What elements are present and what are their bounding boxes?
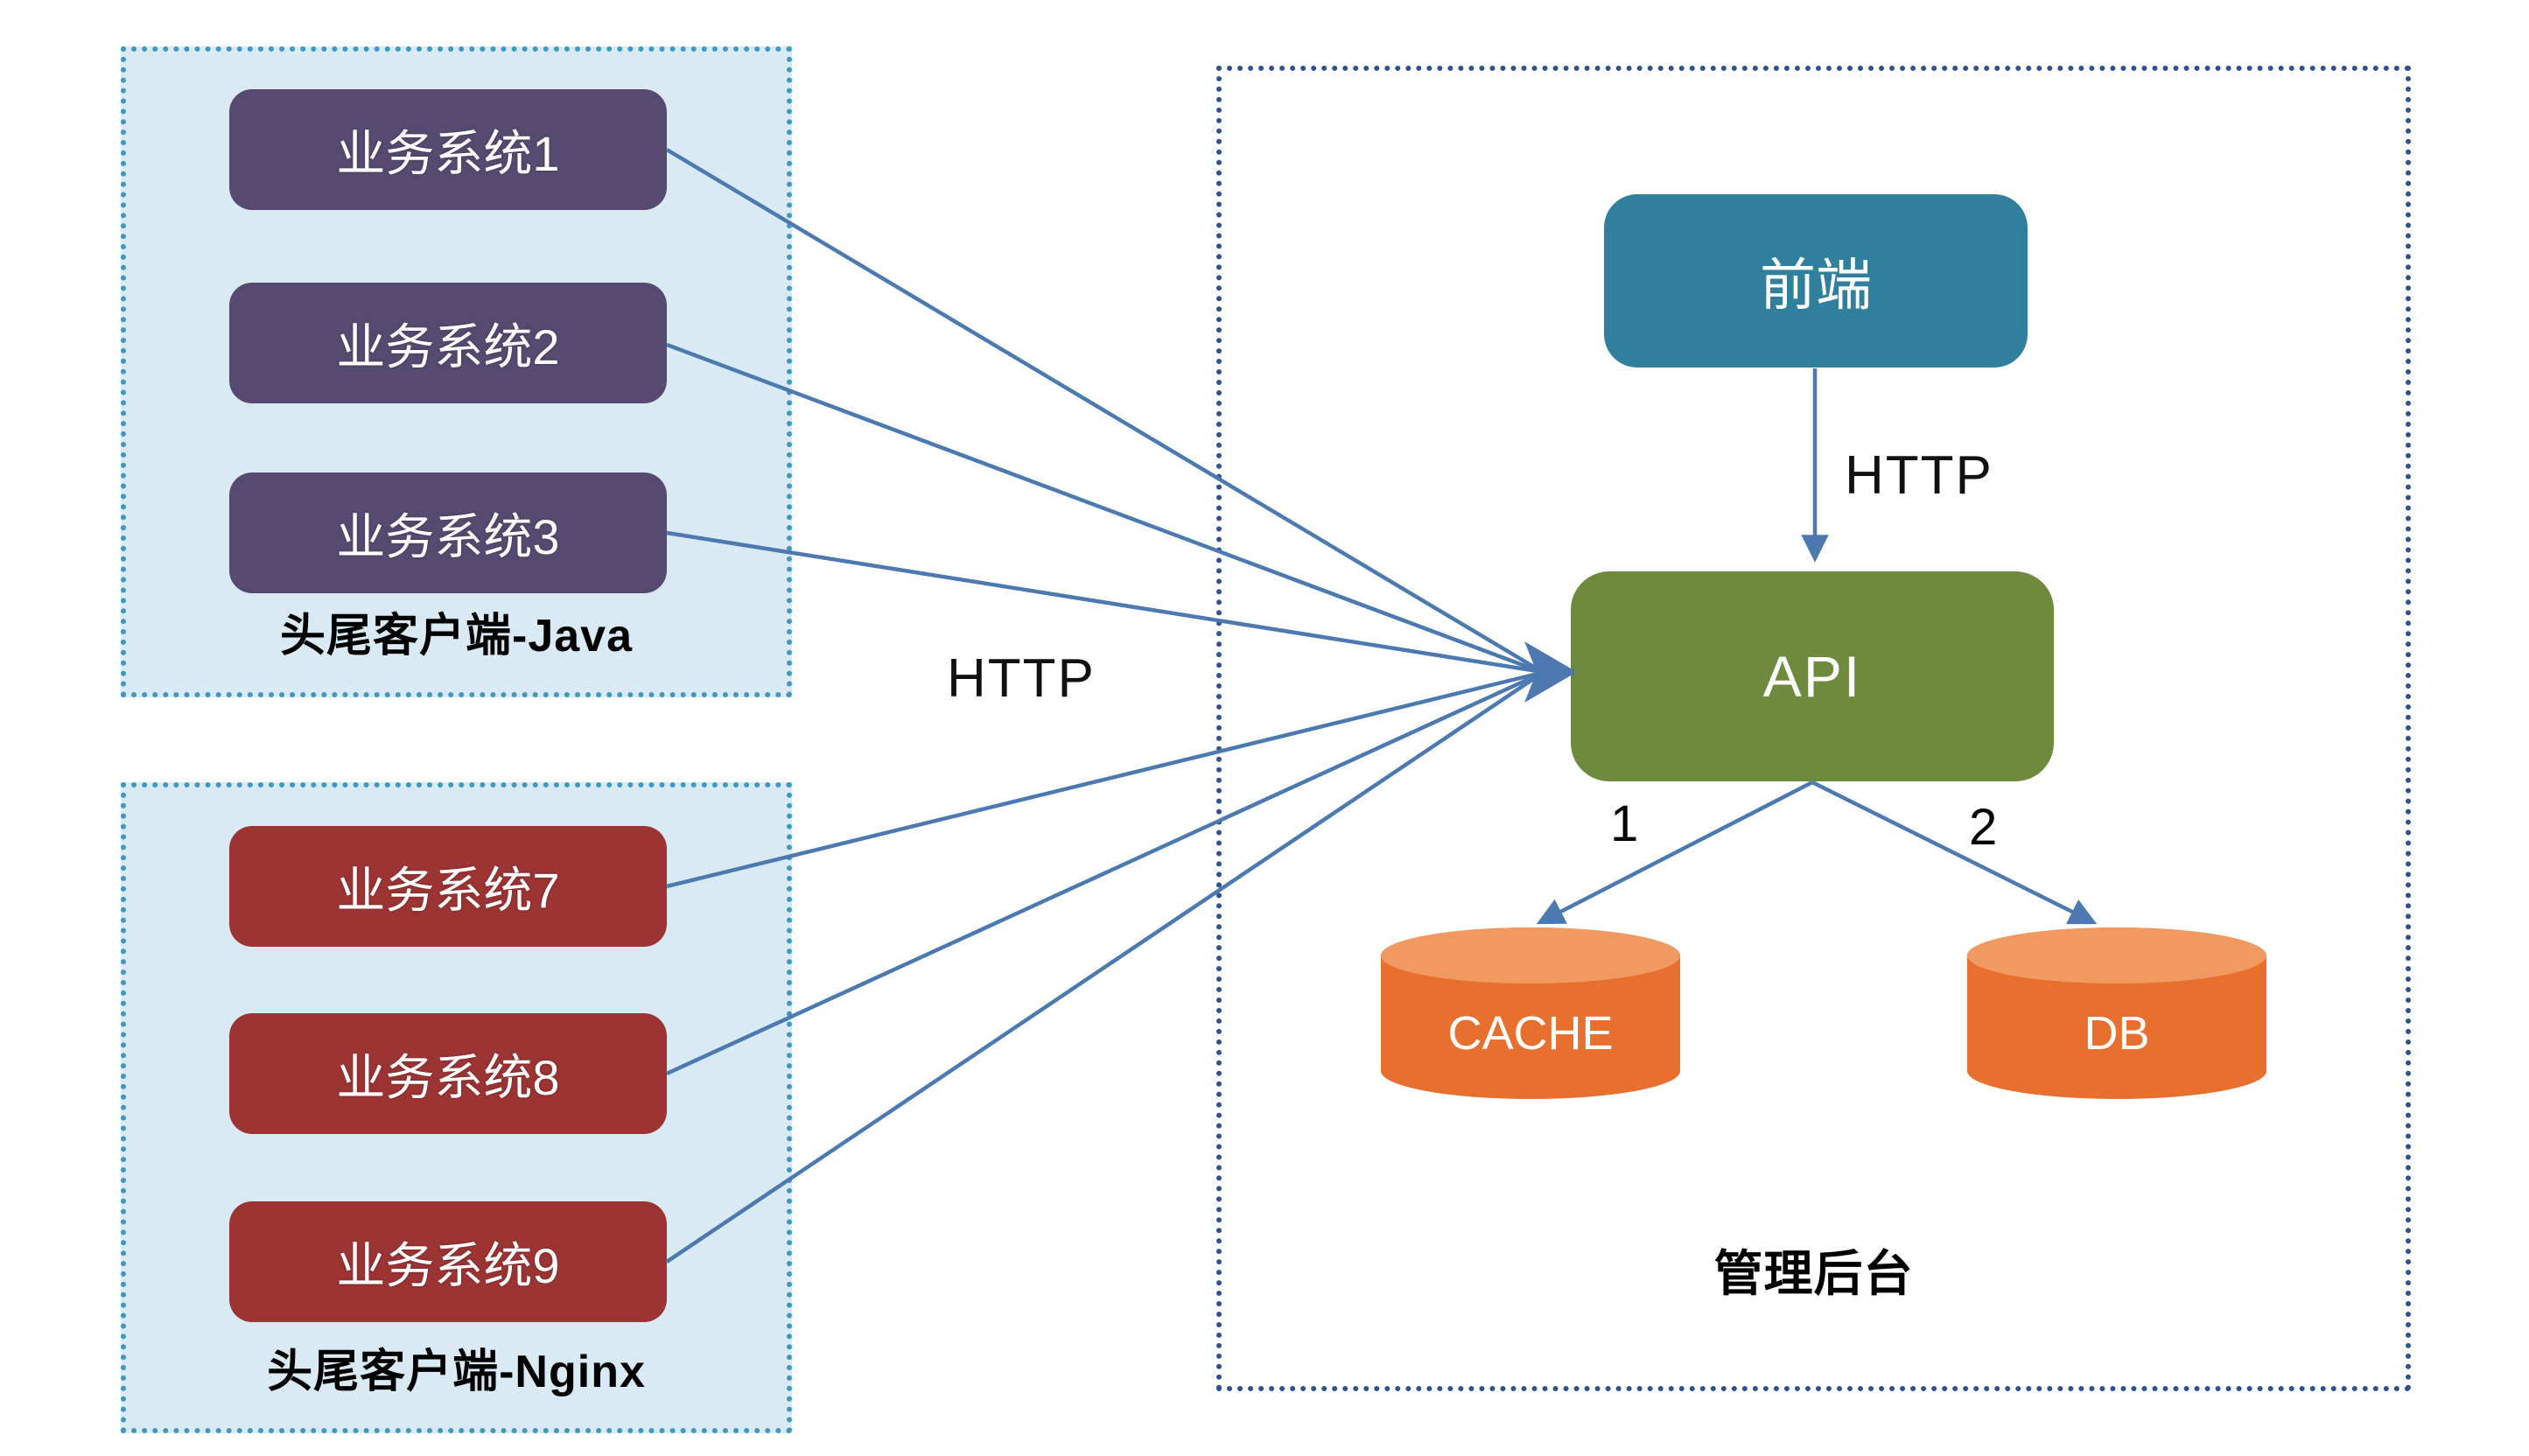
java-clients-group-label: 头尾客户端-Java bbox=[280, 611, 633, 662]
db-cylinder-shape bbox=[1967, 928, 2266, 1099]
api-box: API bbox=[1571, 571, 2054, 781]
db-cylinder: DB bbox=[1967, 926, 2266, 1101]
api-label: API bbox=[1762, 644, 1862, 709]
frontend-label: 前端 bbox=[1760, 254, 1872, 317]
business-system-8-label: 业务系统8 bbox=[336, 1049, 560, 1105]
clients-http-label: HTTP bbox=[947, 648, 1096, 709]
business-system-3-box: 业务系统3 bbox=[229, 472, 667, 593]
business-system-9-box: 业务系统9 bbox=[229, 1201, 667, 1322]
cache-label: CACHE bbox=[1447, 1007, 1614, 1060]
business-system-7-label: 业务系统7 bbox=[336, 862, 560, 918]
business-system-9-label: 业务系统9 bbox=[336, 1237, 560, 1293]
cache-cylinder: CACHE bbox=[1381, 926, 1680, 1101]
business-system-7-box: 业务系统7 bbox=[229, 826, 667, 947]
frontend-box: 前端 bbox=[1604, 194, 2028, 368]
business-system-2-label: 业务系统2 bbox=[336, 318, 560, 374]
db-label: DB bbox=[2084, 1007, 2150, 1060]
nginx-clients-group-label: 头尾客户端-Nginx bbox=[267, 1347, 646, 1397]
business-system-1-label: 业务系统1 bbox=[336, 125, 560, 181]
business-system-3-label: 业务系统3 bbox=[336, 508, 560, 564]
cache-edge-number: 1 bbox=[1610, 795, 1639, 852]
business-system-8-box: 业务系统8 bbox=[229, 1013, 667, 1134]
admin-backend-group-label: 管理后台 bbox=[1713, 1246, 1914, 1301]
business-system-2-box: 业务系统2 bbox=[229, 283, 667, 403]
business-system-1-box: 业务系统1 bbox=[229, 89, 667, 210]
db-edge-number: 2 bbox=[1969, 799, 1998, 856]
frontend-api-http-label: HTTP bbox=[1845, 445, 1993, 506]
